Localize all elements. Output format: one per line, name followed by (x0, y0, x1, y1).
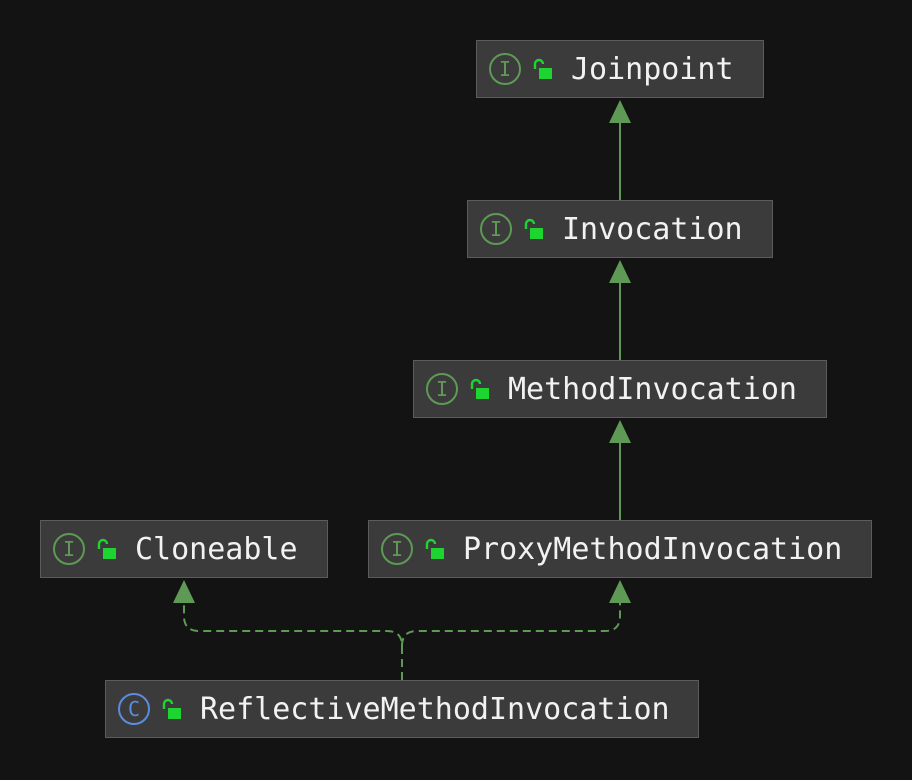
node-invocation[interactable]: I Invocation (467, 200, 773, 258)
arrowhead-icon (609, 420, 631, 443)
node-reflective-method-invocation[interactable]: C ReflectiveMethodInvocation (105, 680, 699, 738)
arrowhead-icon (173, 580, 195, 603)
arrowhead-icon (609, 100, 631, 123)
node-label: ReflectiveMethodInvocation (200, 691, 670, 727)
node-label: Joinpoint (571, 51, 734, 87)
node-label: ProxyMethodInvocation (463, 531, 843, 567)
edge-invocation-extends-joinpoint (609, 100, 631, 200)
node-label: Invocation (562, 211, 743, 247)
interface-icon: I (480, 213, 512, 245)
interface-icon: I (426, 373, 458, 405)
edge-proxymethodinvocation-extends-methodinvocation (609, 420, 631, 520)
node-joinpoint[interactable]: I Joinpoint (476, 40, 764, 98)
node-label: Cloneable (135, 531, 298, 567)
interface-icon: I (381, 533, 413, 565)
node-label: MethodInvocation (508, 371, 797, 407)
arrowhead-icon (609, 260, 631, 283)
arrowhead-icon (609, 580, 631, 603)
unlocked-padlock-icon (97, 538, 116, 559)
node-proxy-method-invocation[interactable]: I ProxyMethodInvocation (368, 520, 872, 578)
edge-reflective-implements (173, 580, 631, 680)
interface-icon: I (53, 533, 85, 565)
unlocked-padlock-icon (470, 378, 489, 399)
unlocked-padlock-icon (162, 698, 181, 719)
unlocked-padlock-icon (524, 218, 543, 239)
unlocked-padlock-icon (533, 58, 552, 79)
unlocked-padlock-icon (425, 538, 444, 559)
node-cloneable[interactable]: I Cloneable (40, 520, 328, 578)
node-method-invocation[interactable]: I MethodInvocation (413, 360, 827, 418)
interface-icon: I (489, 53, 521, 85)
class-icon: C (118, 693, 150, 725)
edge-methodinvocation-extends-invocation (609, 260, 631, 360)
